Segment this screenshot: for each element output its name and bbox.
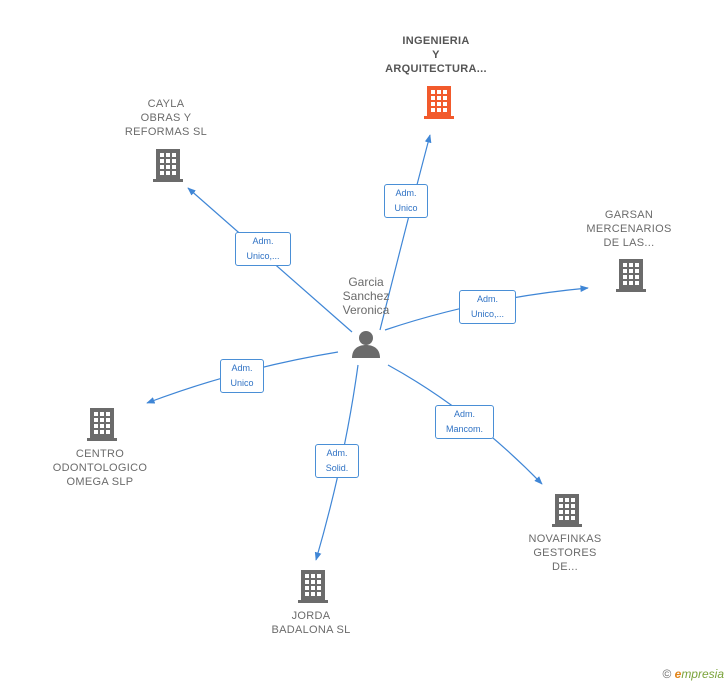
company-name-novafinkas[interactable]: NOVAFINKAS GESTORES DE...	[528, 533, 602, 573]
building-icon[interactable]	[551, 492, 583, 528]
company-name-centro[interactable]: CENTRO ODONTOLOGICO OMEGA SLP	[52, 448, 148, 488]
building-icon[interactable]	[297, 568, 329, 604]
company-name-ingenieria[interactable]: INGENIERIA Y ARQUITECTURA...	[385, 35, 487, 75]
link-ingenieria	[379, 134, 432, 331]
building-icon[interactable]	[615, 257, 647, 293]
role-label-centro[interactable]: Adm. Unico	[220, 359, 264, 393]
company-name-cayla[interactable]: CAYLA OBRAS Y REFORMAS SL	[124, 98, 208, 138]
brand-logo: empresia	[674, 667, 724, 681]
role-label-cayla[interactable]: Adm. Unico,...	[235, 232, 291, 266]
person-icon[interactable]	[351, 330, 381, 358]
building-icon[interactable]	[86, 406, 118, 442]
role-label-ingenieria[interactable]: Adm. Unico	[384, 184, 428, 218]
company-name-jorda[interactable]: JORDA BADALONA SL	[271, 610, 351, 636]
role-label-novafinkas[interactable]: Adm. Mancom.	[435, 405, 494, 439]
building-icon[interactable]	[152, 147, 184, 183]
copyright-icon: ©	[662, 667, 672, 681]
role-label-jorda[interactable]: Adm. Solid.	[315, 444, 359, 478]
person-name[interactable]: Garcia Sanchez Veronica	[342, 275, 390, 317]
building-icon[interactable]	[423, 84, 455, 120]
role-label-garsan[interactable]: Adm. Unico,...	[459, 290, 516, 324]
company-name-garsan[interactable]: GARSAN MERCENARIOS DE LAS...	[586, 209, 672, 249]
brand-watermark: © empresia	[662, 667, 724, 681]
